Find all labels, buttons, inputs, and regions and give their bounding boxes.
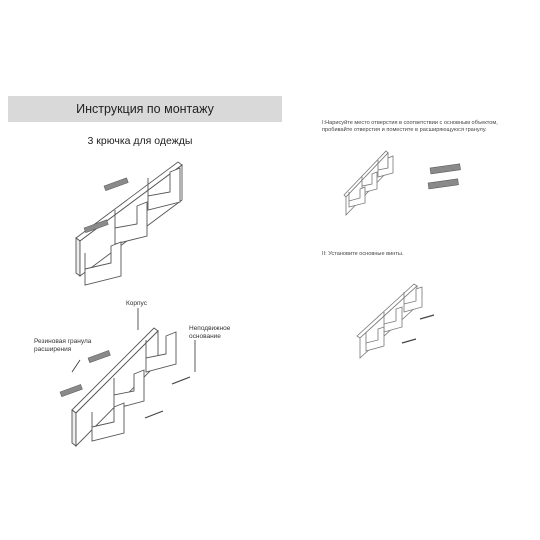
- anchor-icon: [83, 177, 129, 234]
- instruction-title-bar: Инструкция по монтажу: [8, 96, 282, 122]
- anchor-icon: [59, 384, 83, 398]
- anchor-icon: [87, 350, 111, 364]
- label-rubber-anchor: Резиновая гранула расширения: [34, 338, 91, 354]
- label-fixed-base: Неподвижное основание: [189, 325, 230, 341]
- label-fixed-base-line2: основание: [189, 333, 221, 340]
- step-1-line1: I:Нарисуйте место отверстия в соответств…: [322, 120, 498, 126]
- screw-icon: [401, 314, 435, 344]
- step-2-text: II: Установите основные винты.: [322, 251, 404, 257]
- page-title: Инструкция по монтажу: [76, 102, 214, 116]
- step-1-text: I:Нарисуйте место отверстия в соответств…: [322, 120, 532, 135]
- screw-icon: [144, 376, 191, 419]
- product-subtitle: 3 крючка для одежды: [87, 135, 193, 147]
- label-rubber-anchor-line1: Резиновая гранула: [34, 338, 92, 345]
- label-fixed-base-line1: Неподвижное: [189, 325, 231, 332]
- anchor-icon: [427, 163, 461, 190]
- label-rubber-anchor-line2: расширения: [34, 346, 72, 353]
- step-1-line2: пробивайте отверстия и поместите в расши…: [322, 127, 487, 134]
- label-body: Корпус: [126, 300, 147, 307]
